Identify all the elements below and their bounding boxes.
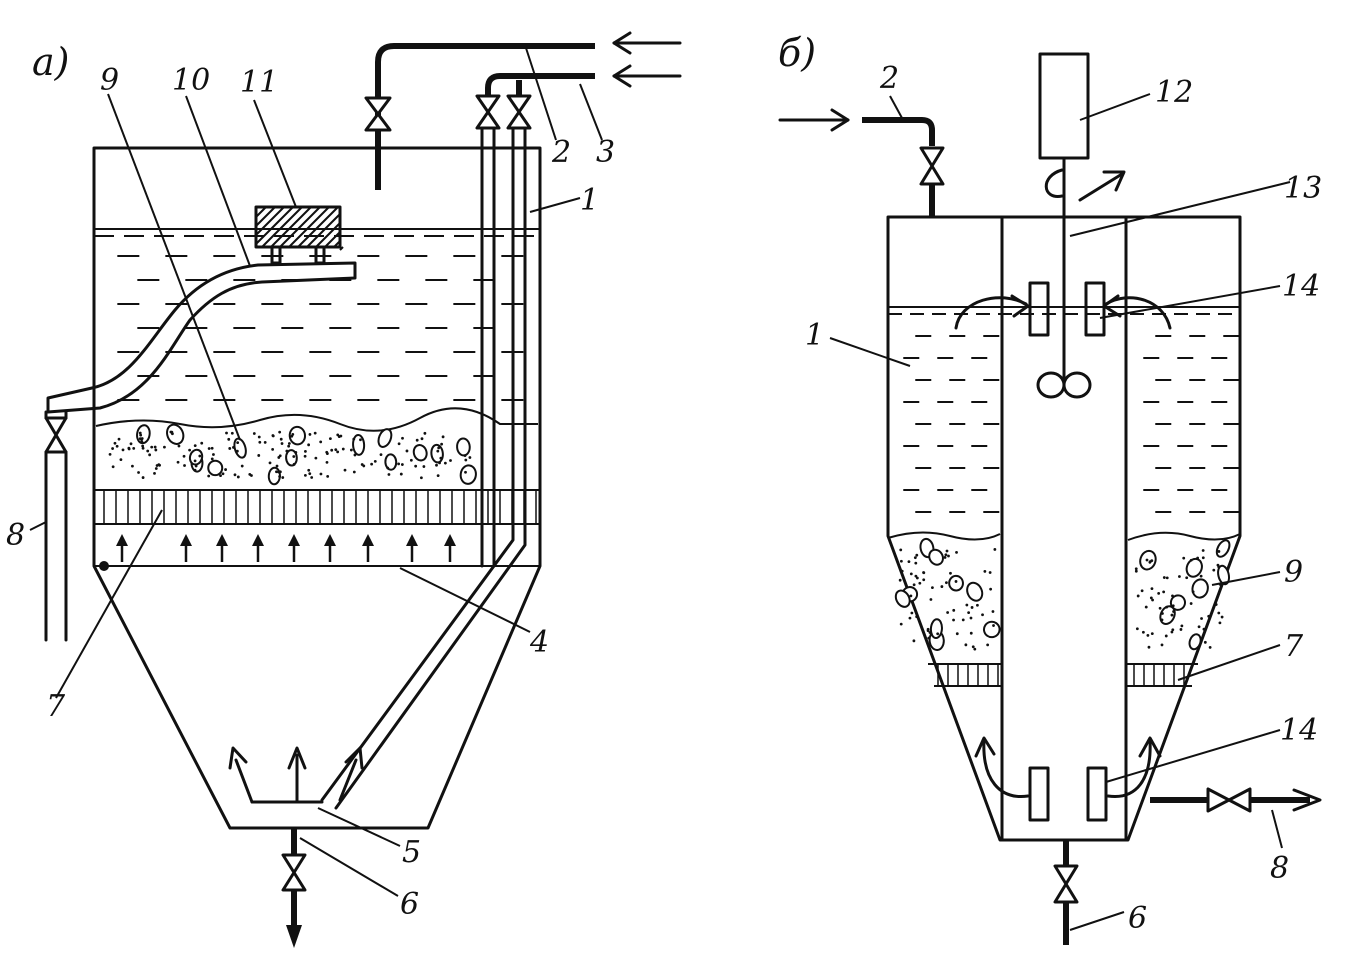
label-a-1: 1 [580,183,599,218]
impeller-icon [1036,371,1092,399]
label-b-14-top: 14 [1282,269,1320,304]
label-a-9: 9 [100,63,119,98]
perforated-plate-a [93,489,541,525]
panel-b: б) [778,31,1322,945]
label-b-14-bottom: 14 [1280,713,1318,748]
valve-icon [44,416,68,454]
air-pipe-3 [320,64,682,810]
water-b [888,306,1240,513]
label-a-10: 10 [172,63,210,98]
nozzle-dot [99,561,109,571]
valve-icon [919,146,945,186]
leaders-b [829,93,1291,931]
water-a [94,228,540,401]
label-a-2: 2 [551,135,571,170]
label-a-5: 5 [402,835,421,870]
valve-icon [281,853,307,892]
label-b-6: 6 [1128,901,1147,936]
perforated-plate-b [928,663,1198,687]
label-a-6: 6 [400,887,419,922]
panel-a: а) [6,31,682,948]
filter-bed-a [95,407,538,486]
label-b-13: 13 [1284,171,1322,206]
trough-10 [46,261,357,414]
label-b-7: 7 [1284,629,1304,664]
label-a-4: 4 [529,625,549,660]
valve-icon [1206,787,1252,813]
label-a-7: 7 [46,689,66,724]
filter-bed-b [887,531,1241,651]
drain-6-b [1053,840,1079,945]
inlet-pipe-2 [364,31,682,190]
panel-a-label: а) [32,40,69,84]
label-b-2: 2 [879,61,899,96]
valve-icon [364,96,392,132]
label-a-8: 8 [6,518,25,553]
label-b-1: 1 [805,318,824,353]
label-a-3: 3 [596,135,615,170]
outlet-pipe-8-b [1150,787,1322,813]
vessel-b [886,215,1242,842]
leaders-a [29,47,603,897]
air-arrows-a [116,534,456,562]
motor-12 [1038,52,1090,160]
label-b-9: 9 [1284,555,1303,590]
label-a-11: 11 [240,65,278,100]
inlet-pipe-2-b [778,108,945,217]
drain-6-a [281,828,307,948]
panel-b-label: б) [778,31,816,75]
valve-icon [1053,864,1079,904]
label-b-12: 12 [1155,75,1193,110]
valve-icon [506,94,532,130]
valve-icon [475,94,501,130]
distributor-5 [228,746,364,804]
outlet-pipe-8 [44,410,68,642]
label-b-8: 8 [1270,851,1289,886]
